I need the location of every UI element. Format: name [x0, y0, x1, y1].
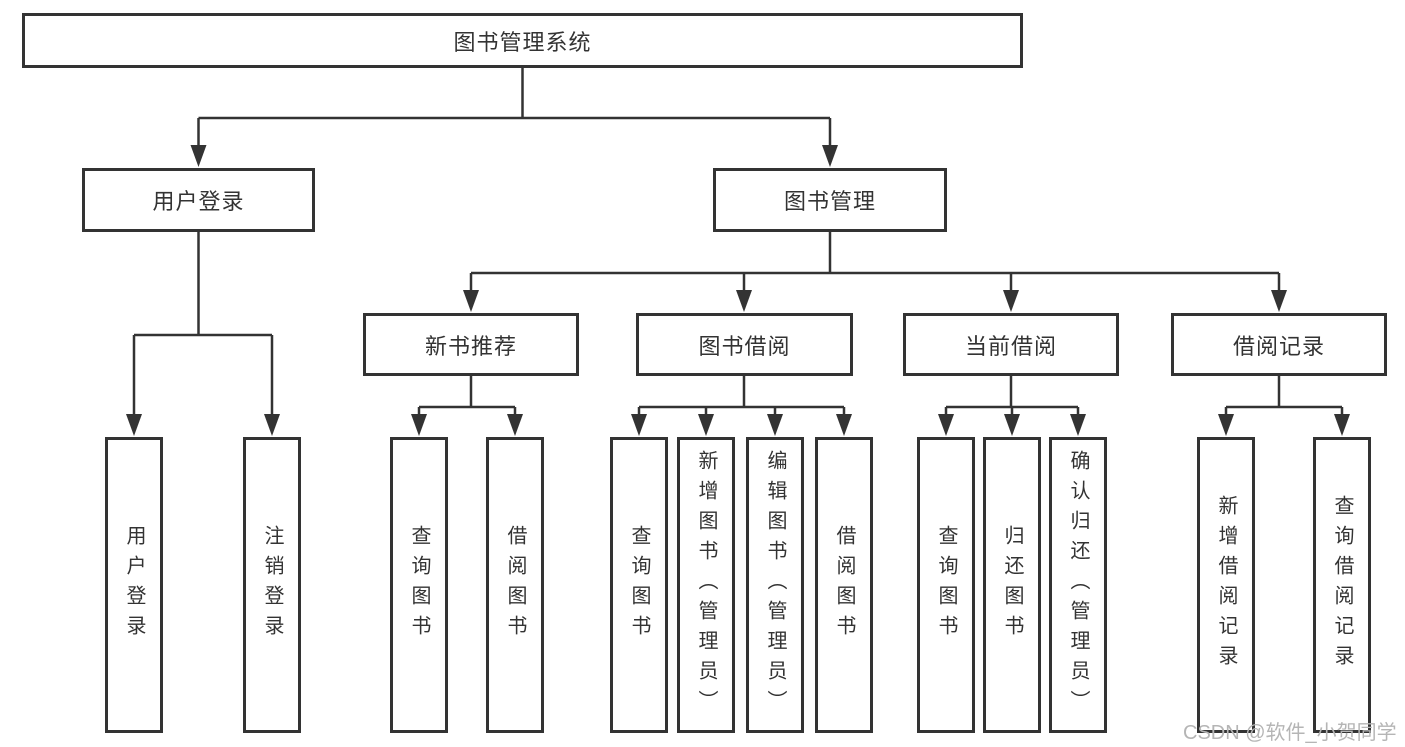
csdn-watermark: CSDN @软件_小贺同学 — [1183, 722, 1397, 744]
leaf-user-login: 用户登录 — [105, 437, 163, 733]
leaf-query-books-1: 查询图书 — [390, 437, 448, 733]
node-book-borrowing: 图书借阅 — [636, 313, 853, 376]
leaf-add-borrow-record: 新增借阅记录 — [1197, 437, 1255, 733]
node-user-login: 用户登录 — [82, 168, 315, 232]
leaf-logout: 注销登录 — [243, 437, 301, 733]
node-book-management: 图书管理 — [713, 168, 947, 232]
leaf-query-books-2: 查询图书 — [610, 437, 668, 733]
leaf-return-book: 归还图书 — [983, 437, 1041, 733]
leaf-borrow-books-1: 借阅图书 — [486, 437, 544, 733]
leaf-borrow-books-2: 借阅图书 — [815, 437, 873, 733]
leaf-edit-book-admin: 编辑图书（管理员） — [746, 437, 804, 733]
leaf-query-books-3: 查询图书 — [917, 437, 975, 733]
node-new-book-recommendation: 新书推荐 — [363, 313, 579, 376]
node-current-borrowing: 当前借阅 — [903, 313, 1119, 376]
leaf-add-book-admin: 新增图书（管理员） — [677, 437, 735, 733]
leaf-confirm-return-admin: 确认归还（管理员） — [1049, 437, 1107, 733]
node-borrowing-records: 借阅记录 — [1171, 313, 1387, 376]
node-root: 图书管理系统 — [22, 13, 1023, 68]
leaf-query-borrow-record: 查询借阅记录 — [1313, 437, 1371, 733]
